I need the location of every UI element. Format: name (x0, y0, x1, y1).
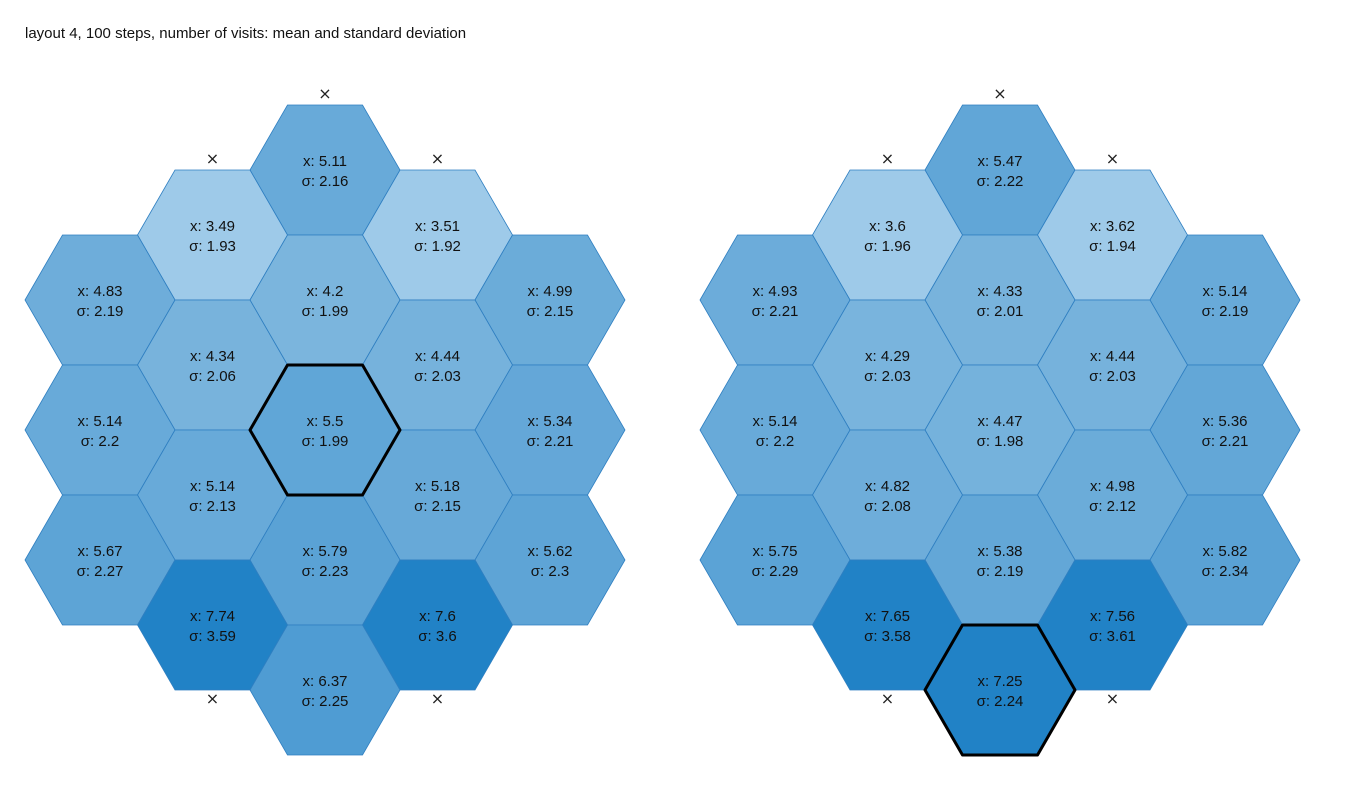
hex-mean-label: x: 3.49 (190, 218, 235, 235)
hex-sd-label: σ: 2.21 (1202, 433, 1249, 450)
hex-mean-label: x: 4.83 (77, 283, 122, 300)
blocked-direction-marker: × (431, 149, 444, 168)
hex-mean-label: x: 3.6 (869, 218, 906, 235)
hex-sd-label: σ: 2.27 (77, 563, 124, 580)
hex-sd-label: σ: 1.92 (414, 238, 461, 255)
hex-sd-label: σ: 3.59 (189, 628, 236, 645)
blocked-direction-marker: × (431, 689, 444, 708)
hex-sd-label: σ: 2.19 (77, 303, 124, 320)
hex-mean-label: x: 7.25 (977, 673, 1022, 690)
hex-mean-label: x: 5.14 (77, 413, 122, 430)
hex-sd-label: σ: 3.61 (1089, 628, 1136, 645)
hex-mean-label: x: 7.56 (1090, 608, 1135, 625)
hex-sd-label: σ: 2.24 (977, 693, 1024, 710)
hex-mean-label: x: 6.37 (302, 673, 347, 690)
hex-mean-label: x: 4.34 (190, 348, 235, 365)
hex-mean-label: x: 3.51 (415, 218, 460, 235)
hex-sd-label: σ: 3.58 (864, 628, 911, 645)
hex-mean-label: x: 3.62 (1090, 218, 1135, 235)
current-position-outline (923, 623, 1077, 757)
hex-mean-label: x: 5.36 (1202, 413, 1247, 430)
hex-mean-label: x: 5.18 (415, 478, 460, 495)
hex-mean-label: x: 5.5 (307, 413, 344, 430)
hex-sd-label: σ: 1.98 (977, 433, 1024, 450)
hex-sd-label: σ: 2.21 (527, 433, 574, 450)
hex-sd-label: σ: 1.96 (864, 238, 911, 255)
hex-mean-label: x: 5.82 (1202, 543, 1247, 560)
hex-mean-label: x: 4.29 (865, 348, 910, 365)
blocked-direction-marker: × (881, 689, 894, 708)
hex-mean-label: x: 5.11 (303, 153, 347, 170)
blocked-direction-marker: × (206, 149, 219, 168)
hex-sd-label: σ: 2.22 (977, 173, 1024, 190)
hex-sd-label: σ: 1.93 (189, 238, 236, 255)
hex-sd-label: σ: 2.29 (752, 563, 799, 580)
hex-mean-label: x: 5.14 (190, 478, 235, 495)
hex-sd-label: σ: 2.23 (302, 563, 349, 580)
hex-sd-label: σ: 2.03 (864, 368, 911, 385)
blocked-direction-marker: × (318, 84, 331, 103)
hex-sd-label: σ: 1.99 (302, 303, 349, 320)
hex-sd-label: σ: 2.19 (1202, 303, 1249, 320)
hex-mean-label: x: 7.74 (190, 608, 235, 625)
hex-mean-label: x: 4.93 (752, 283, 797, 300)
hex-panel-1: x: 5.11 σ: 2.16 x: 3.49 σ: 1.93 x: 3.51 σ: 1.… (24, 84, 626, 756)
hex-mean-label: x: 5.79 (302, 543, 347, 560)
hex-mean-label: x: 5.67 (77, 543, 122, 560)
blocked-direction-marker: × (993, 84, 1006, 103)
hex-sd-label: σ: 2.06 (189, 368, 236, 385)
hex-mean-label: x: 7.6 (419, 608, 456, 625)
hex-sd-label: σ: 2.16 (302, 173, 349, 190)
hex-sd-label: σ: 3.6 (418, 628, 456, 645)
hex-panel-2: x: 5.47 σ: 2.22 x: 3.6 σ: 1.96 x: 3.62 σ: 1.9… (699, 84, 1301, 757)
hex-sd-label: σ: 2.01 (977, 303, 1024, 320)
hex-cell-bot (249, 624, 401, 756)
hex-sd-label: σ: 2.34 (1202, 563, 1249, 580)
hex-mean-label: x: 7.65 (865, 608, 910, 625)
hex-mean-label: x: 4.47 (977, 413, 1022, 430)
hex-mean-label: x: 4.44 (1090, 348, 1135, 365)
hex-sd-label: σ: 2.13 (189, 498, 236, 515)
blocked-direction-marker: × (1106, 689, 1119, 708)
hex-mean-label: x: 5.47 (977, 153, 1022, 170)
hex-mean-label: x: 5.62 (527, 543, 572, 560)
blocked-direction-marker: × (1106, 149, 1119, 168)
hex-sd-label: σ: 2.12 (1089, 498, 1136, 515)
current-position-outline (248, 363, 402, 497)
hex-sd-label: σ: 2.03 (414, 368, 461, 385)
hex-mean-label: x: 5.14 (1202, 283, 1247, 300)
hex-sd-label: σ: 2.19 (977, 563, 1024, 580)
hex-sd-label: σ: 2.25 (302, 693, 349, 710)
hex-mean-label: x: 5.38 (977, 543, 1022, 560)
hex-sd-label: σ: 2.15 (414, 498, 461, 515)
blocked-direction-marker: × (206, 689, 219, 708)
hex-sd-label: σ: 2.15 (527, 303, 574, 320)
hex-sd-label: σ: 1.99 (302, 433, 349, 450)
hex-mean-label: x: 4.98 (1090, 478, 1135, 495)
hex-mean-label: x: 4.2 (307, 283, 344, 300)
hex-sd-label: σ: 2.03 (1089, 368, 1136, 385)
hex-mean-label: x: 5.75 (752, 543, 797, 560)
hex-mean-label: x: 4.99 (527, 283, 572, 300)
hex-sd-label: σ: 2.2 (756, 433, 794, 450)
figure-title: layout 4, 100 steps, number of visits: m… (25, 25, 467, 42)
blocked-direction-marker: × (881, 149, 894, 168)
hex-mean-label: x: 5.34 (527, 413, 572, 430)
hex-mean-label: x: 4.82 (865, 478, 910, 495)
hex-sd-label: σ: 2.2 (81, 433, 119, 450)
hex-sd-label: σ: 2.21 (752, 303, 799, 320)
hex-mean-label: x: 4.33 (977, 283, 1022, 300)
hex-sd-label: σ: 2.3 (531, 563, 569, 580)
hex-sd-label: σ: 1.94 (1089, 238, 1136, 255)
hex-sd-label: σ: 2.08 (864, 498, 911, 515)
hex-mean-label: x: 5.14 (752, 413, 797, 430)
hex-mean-label: x: 4.44 (415, 348, 460, 365)
